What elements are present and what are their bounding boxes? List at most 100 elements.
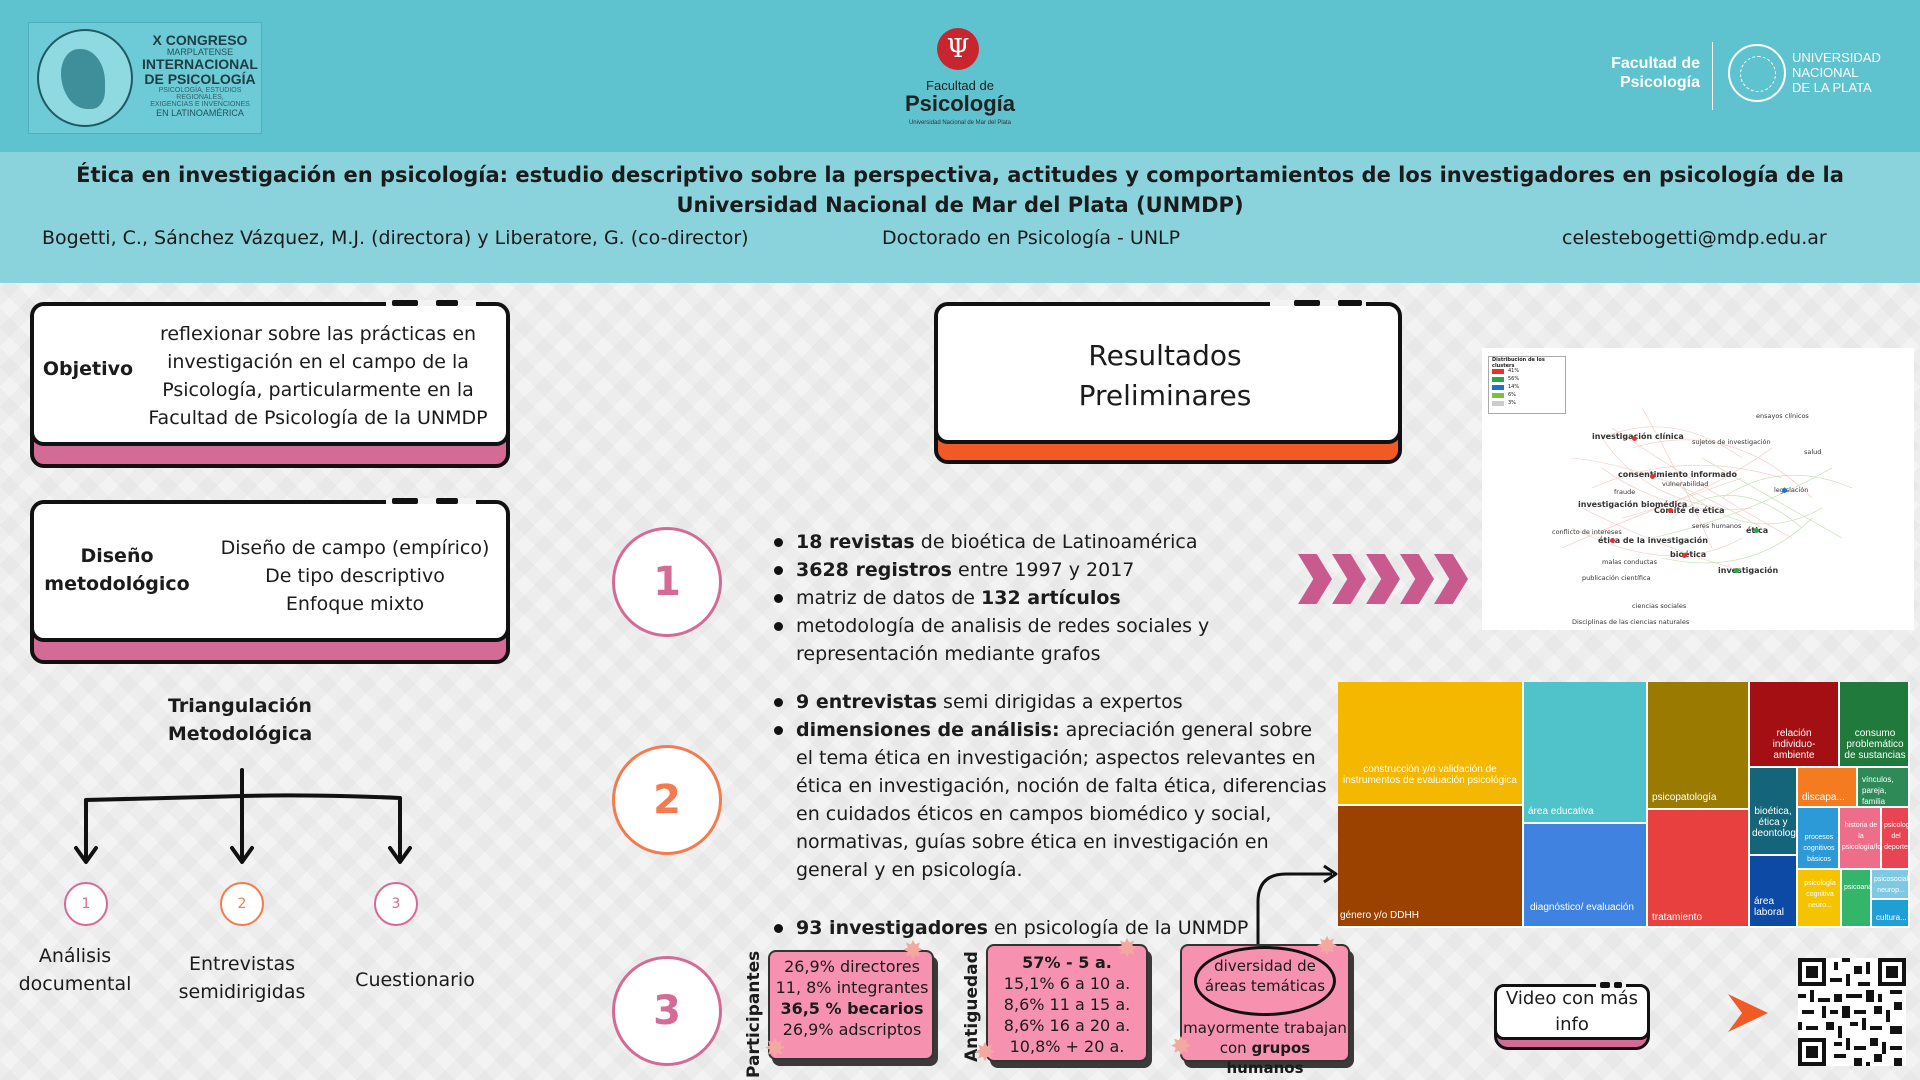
network-node <box>1754 528 1759 533</box>
step1-bullets: 18 revistas de bioética de Latinoamérica… <box>772 528 1252 668</box>
legend-item-4-pct: 6% <box>1508 392 1516 398</box>
star-icon: ✸ <box>1170 1032 1192 1062</box>
congress-line-1: X CONGRESO <box>152 32 248 48</box>
step1-bullet-journals: 18 revistas de bioética de Latinoamérica <box>772 528 1252 556</box>
groups-line-1: mayormente trabajan <box>1183 1019 1347 1037</box>
results-title: Resultados Preliminares <box>1000 336 1330 416</box>
step3-bullet-1-text: en psicología de la UNMDP <box>987 917 1249 939</box>
treemap-cell-label: vínculos, pareja, familia <box>1862 775 1894 806</box>
poster-title: Ética en investigación en psicología: es… <box>60 160 1860 220</box>
header-band <box>0 0 1920 152</box>
video-link-label[interactable]: Video con más info <box>1494 986 1650 1038</box>
network-node <box>1668 508 1673 513</box>
unlp-faculty-name: Facultad de Psicología <box>1611 55 1700 91</box>
triangulation-item-1-line-2: documental <box>18 973 132 995</box>
legend-item-4: 6% <box>1492 391 1562 399</box>
design-line-2: De tipo descriptivo <box>265 565 445 587</box>
node-conflicto-de-intereses: conflicto de intereses <box>1552 528 1622 536</box>
author-email[interactable]: celestebogetti@mdp.edu.ar <box>1562 227 1827 249</box>
legend-item-5: 3% <box>1492 399 1562 407</box>
step1-bullet-2-bold: 3628 registros <box>796 559 952 581</box>
map-icon <box>37 29 133 127</box>
legend-item-1: 41% <box>1492 367 1562 375</box>
diversity-text: diversidad de áreas temáticas <box>1194 956 1336 996</box>
network-node <box>1632 436 1637 441</box>
star-icon: ✸ <box>902 936 924 966</box>
objective-box <box>30 302 510 446</box>
node-fraude: fraude <box>1614 488 1636 496</box>
step1-bullet-4-text: metodología de analisis de redes sociale… <box>796 615 1210 665</box>
treemap-cell: consumo problemático de sustancias <box>1840 682 1910 768</box>
triangulation-number-3: 3 <box>374 882 418 926</box>
triangulation-item-document-analysis: Análisis documental <box>0 942 150 998</box>
congress-line-6: EXIGENCIAS E INVENCIONES <box>150 101 250 109</box>
design-line-3: Enfoque mixto <box>285 593 425 615</box>
legend-item-1-pct: 41% <box>1508 368 1520 374</box>
results-step-3: 3 <box>612 956 722 1066</box>
stat-seniority-5: 10,8% + 20 a. <box>1009 1037 1125 1056</box>
groups-pre: con <box>1219 1039 1252 1057</box>
network-node <box>1734 568 1739 573</box>
participants-card <box>768 950 934 1060</box>
legend-item-3-pct: 14% <box>1508 384 1520 390</box>
network-node <box>1650 474 1655 479</box>
triangulation-item-1-line-1: Análisis <box>38 945 112 967</box>
diversity-arrow <box>1256 864 1338 958</box>
triangulation-item-2-line-1: Entrevistas <box>189 953 295 975</box>
unlp-line-2: NACIONAL <box>1792 65 1859 80</box>
treemap-cell-label: psicosocial neurop... <box>1874 876 1909 894</box>
arrow-right-icon <box>1728 994 1768 1032</box>
node-malas-conductas: malas conductas <box>1602 558 1657 566</box>
treemap-cell: psicopatología <box>1648 682 1750 810</box>
stat-directores: 26,9% directores <box>784 957 920 976</box>
results-step-2: 2 <box>612 745 722 855</box>
chevron-right-icon <box>1298 554 1332 604</box>
treemap-cell: diagnóstico/ evaluación <box>1524 824 1648 928</box>
treemap-cell: psicología cognitiva neuro... <box>1798 870 1842 928</box>
treemap-cell: psicoanálisis <box>1842 870 1872 928</box>
treemap-cell: vínculos, pareja, familia <box>1858 768 1910 808</box>
design-line-1: Diseño de campo (empírico) <box>220 537 490 559</box>
results-title-line-1: Resultados <box>1088 339 1242 372</box>
step2-bullet-1-bold: 9 entrevistas <box>796 691 938 713</box>
stat-seniority-2: 15,1% 6 a 10 a. <box>1003 974 1131 993</box>
triangulation-number-2: 2 <box>220 882 264 926</box>
video-link-button[interactable] <box>1494 984 1650 1040</box>
treemap-cell-label: área educativa <box>1528 806 1594 817</box>
node-comite-de-etica: Comité de ética <box>1654 506 1725 515</box>
objective-text: reflexionar sobre las prácticas en inves… <box>138 320 498 432</box>
treemap-cell-label: psicología cognitiva neuro... <box>1804 880 1836 909</box>
congress-line-4: DE PSICOLOGÍA <box>144 70 256 87</box>
treemap-cell-label: relación individuo-ambiente <box>1772 728 1816 761</box>
triangulation-title-line-1: Triangulación <box>168 695 312 717</box>
faculty-logo: Ψ Facultad de Psicología Universidad Nac… <box>895 28 1025 128</box>
step2-bullet-2-bold: dimensiones de análisis: <box>796 719 1060 741</box>
network-graph: Distribución de los clusters 41% 56% 14%… <box>1482 348 1914 630</box>
video-box-dash <box>1596 982 1626 988</box>
unlp-line-3: DE LA PLATA <box>1792 80 1872 95</box>
qr-code[interactable] <box>1798 958 1906 1066</box>
treemap-cell: cultura... <box>1872 900 1910 928</box>
node-investigacion-clinica: investigación clínica <box>1592 432 1684 441</box>
step1-bullet-3-text: matriz de datos de <box>796 587 981 609</box>
stat-seniority-1: 57% - 5 a. <box>1022 953 1112 972</box>
step1-bullet-records: 3628 registros entre 1997 y 2017 <box>772 556 1252 584</box>
results-title-line-2: Preliminares <box>1078 379 1252 412</box>
title-band <box>0 152 1920 283</box>
stat-seniority-3: 8,6% 11 a 15 a. <box>1003 995 1131 1014</box>
treemap-cell-label: diagnóstico/ evaluación <box>1530 902 1634 913</box>
step1-bullet-1-text: de bioética de Latinoamérica <box>914 531 1198 553</box>
node-legislacion: legislación <box>1774 486 1809 494</box>
psi-icon: Ψ <box>937 28 979 70</box>
node-salud: salud <box>1804 448 1822 456</box>
legend-item-5-pct: 3% <box>1508 400 1516 406</box>
treemap-cell: psicología del deporte <box>1882 808 1910 870</box>
participants-stats: 26,9% directores 11, 8% integrantes 36,5… <box>770 956 934 1040</box>
chevron-right-icon <box>1400 554 1434 604</box>
treemap-cell-label: psicoanálisis <box>1844 884 1872 891</box>
objective-box-dash <box>386 300 476 306</box>
treemap-cell-label: área laboral <box>1754 896 1785 918</box>
video-line-1: Video con más <box>1505 988 1639 1009</box>
treemap-cell-label: discapa... <box>1802 792 1845 803</box>
node-investigacion-biomedica: investigación biomédica <box>1578 500 1688 509</box>
